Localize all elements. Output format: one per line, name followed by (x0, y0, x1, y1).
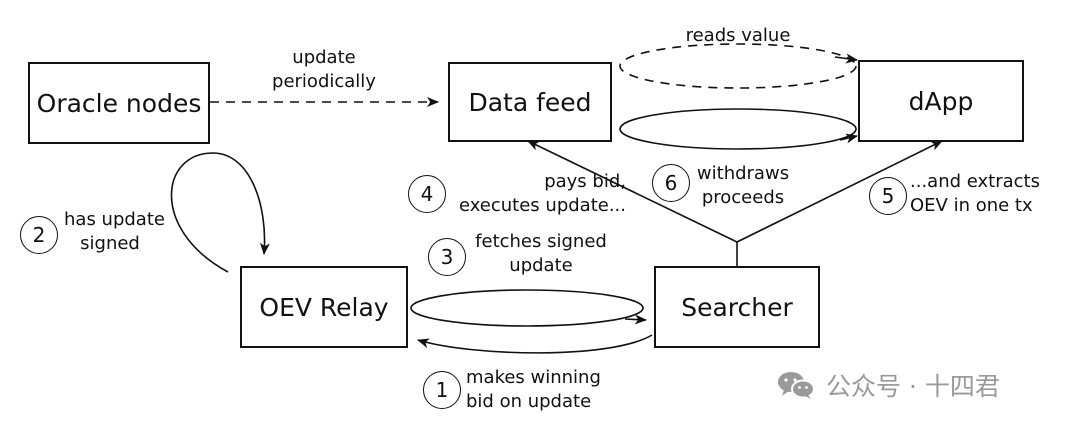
data-feed-box: Data feed (448, 62, 612, 142)
searcher-box: Searcher (654, 266, 820, 348)
arrow-fetches-head (624, 314, 647, 325)
loop-fetches-signed-update (410, 289, 644, 327)
arrow-makes-winning-bid (417, 334, 653, 354)
oev-relay-box: OEV Relay (240, 266, 408, 348)
oracle-nodes-box: Oracle nodes (28, 62, 210, 144)
label-update-periodically: update periodically (272, 47, 376, 92)
step-2-marker: 2 (20, 216, 58, 254)
wechat-icon (778, 372, 815, 399)
arrow-extracts-oev (736, 140, 943, 243)
step-6-marker: 6 (652, 164, 690, 202)
dapp-label: dApp (908, 86, 974, 116)
searcher-label: Searcher (681, 292, 793, 322)
label-fetches-signed-update: fetches signed update (475, 231, 607, 276)
step-5-marker: 5 (869, 177, 907, 215)
label-makes-winning-bid: makes winning bid on update (466, 367, 601, 412)
step-3-marker: 3 (428, 238, 466, 276)
step-4-marker: 4 (408, 175, 446, 213)
oev-relay-label: OEV Relay (259, 292, 389, 322)
loop-reads-value (619, 43, 857, 89)
dapp-box: dApp (858, 60, 1024, 142)
arrow-pays-bid (527, 140, 738, 243)
oracle-nodes-label: Oracle nodes (36, 88, 202, 118)
watermark-text: 公众号 · 十四君 (826, 372, 1000, 401)
step-1-marker: 1 (423, 371, 461, 409)
label-has-update-signed: has update signed (64, 209, 165, 254)
arrow-reads-value-head (834, 53, 858, 64)
label-withdraws-proceeds: withdraws proceeds (696, 163, 790, 208)
loop-withdraws-proceeds (619, 108, 857, 150)
data-feed-label: Data feed (468, 87, 592, 117)
label-extracts-oev: ...and extracts OEV in one tx (910, 171, 1040, 216)
watermark: 公众号 · 十四君 (776, 368, 1000, 402)
label-reads-value: reads value (685, 25, 791, 46)
label-pays-bid: pays bid, executes update... (458, 171, 626, 216)
arrow-withdraws-proceeds-head (839, 133, 858, 144)
loop-has-update-signed (170, 152, 270, 273)
